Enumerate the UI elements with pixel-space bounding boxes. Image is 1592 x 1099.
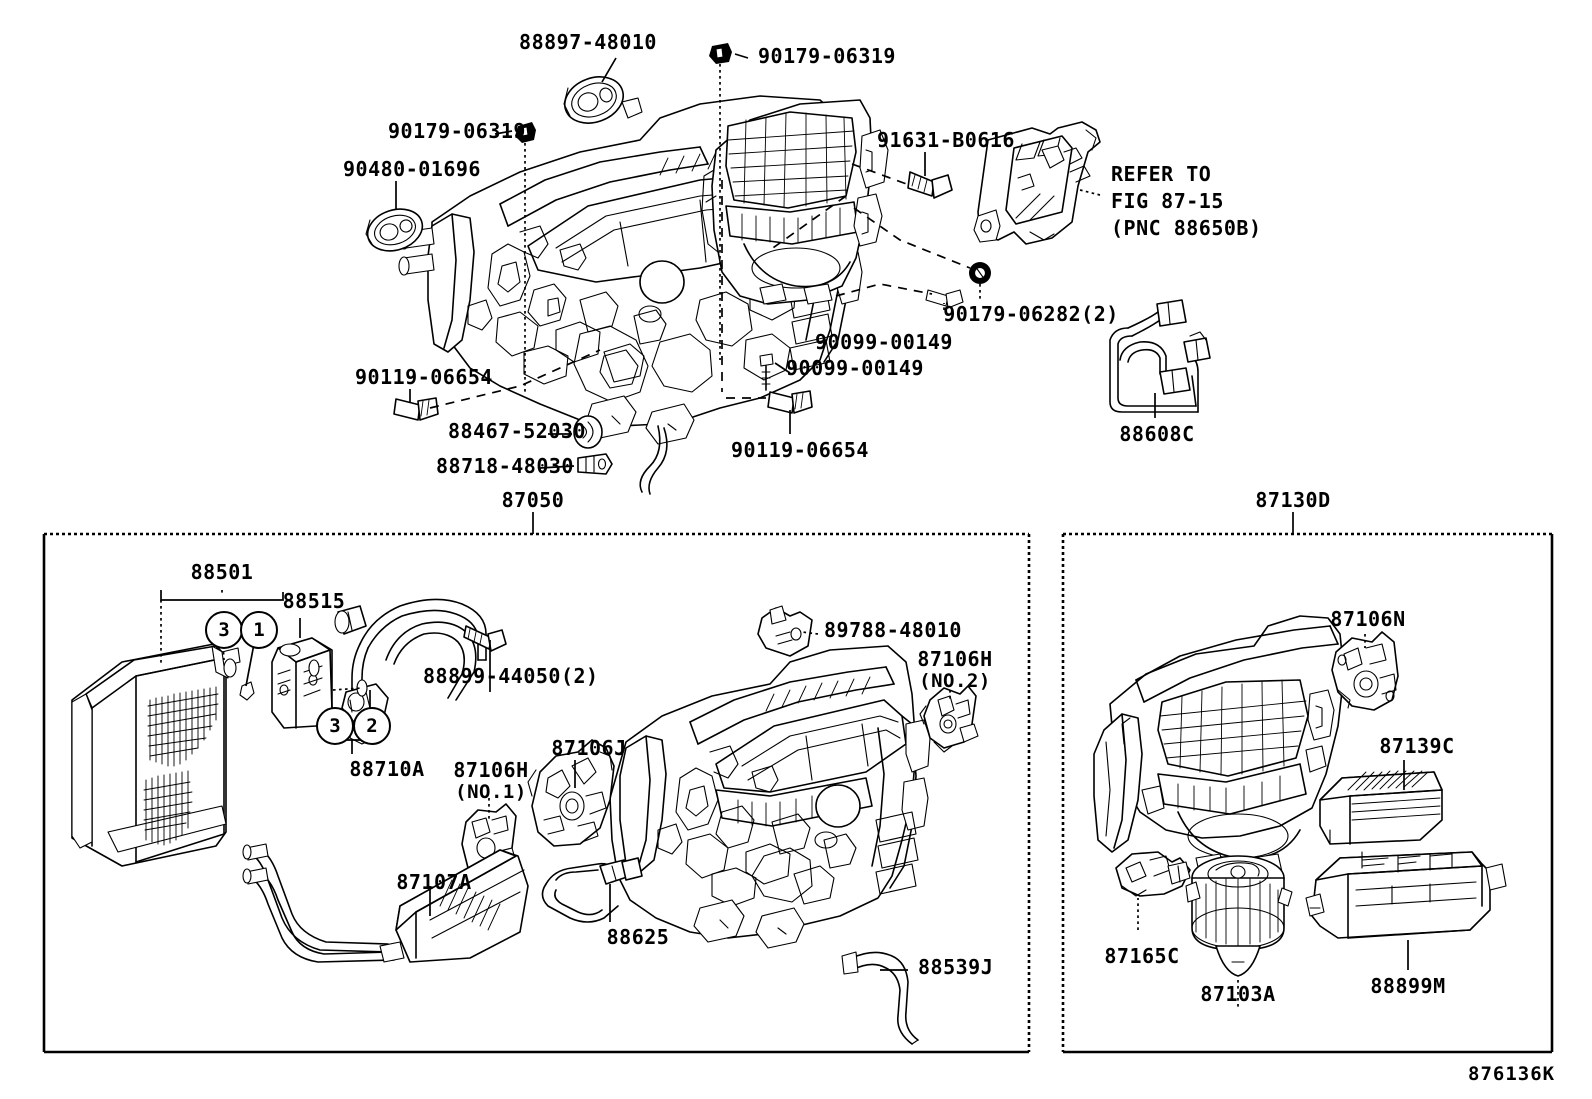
part-sublabel-no1: (NO.1) — [455, 781, 527, 803]
servo-87106n — [1331, 631, 1399, 711]
bolt-90119-right — [767, 390, 813, 414]
part-label-88625: 88625 — [606, 925, 670, 949]
blower-resistor-87165c — [1115, 851, 1191, 897]
evaporator-core-88501 — [71, 643, 241, 867]
servo-87106h-no2 — [919, 685, 979, 753]
callout-circle-1: 1 — [240, 611, 278, 649]
screw-90099-lower — [759, 353, 774, 391]
part-label-88718-48030: 88718-48030 — [436, 454, 574, 478]
hvac-case-assy — [609, 645, 931, 949]
filter-case-88899m — [1305, 851, 1507, 939]
callout-circle-3-upper: 3 — [205, 611, 243, 649]
part-label-88539j: 88539J — [918, 955, 994, 979]
part-label-91631-b0616: 91631-B0616 — [877, 128, 1015, 152]
grommet-90480 — [365, 208, 424, 252]
bolt-91631 — [907, 171, 953, 199]
clip-88718 — [577, 453, 613, 475]
part-label-88608c: 88608C — [1119, 422, 1195, 446]
part-label-90179-06319-left: 90179-06319 — [388, 119, 526, 143]
part-sublabel-no2: (NO.2) — [919, 670, 991, 692]
blower-motor-87103a — [1185, 855, 1293, 977]
blower-unit-top — [701, 99, 889, 305]
cabin-air-filter-87139c — [1319, 770, 1443, 845]
heater-core-87107a — [242, 843, 529, 963]
wire-harness-88608c — [1109, 299, 1211, 413]
part-label-90099-00149-lower: 90099-00149 — [786, 356, 924, 380]
pad-88625 — [541, 857, 643, 923]
part-label-87165c: 87165C — [1104, 944, 1180, 968]
part-label-88501: 88501 — [190, 560, 254, 584]
part-label-90179-06319-top: 90179-06319 — [758, 44, 896, 68]
part-label-90179-06282: 90179-06282(2) — [943, 302, 1119, 326]
callout-circle-3-lower: 3 — [316, 707, 354, 745]
clip-90179-06282 — [969, 262, 991, 284]
drain-hose-88539j — [841, 951, 919, 1045]
part-label-89788-48010: 89788-48010 — [824, 618, 962, 642]
part-label-88710a: 88710A — [349, 757, 425, 781]
refer-to-text-line3: (PNC 88650B) — [1111, 216, 1262, 240]
bolt-90119-left — [393, 397, 439, 421]
servo-87106h-no1 — [461, 803, 517, 879]
part-label-87139c: 87139C — [1379, 734, 1455, 758]
part-label-87103a: 87103A — [1200, 982, 1276, 1006]
diagram-code: 876136K — [1468, 1063, 1556, 1085]
part-label-87107a: 87107A — [396, 870, 472, 894]
part-label-90099-00149-upper: 90099-00149 — [815, 330, 953, 354]
callout-circle-2: 2 — [353, 707, 391, 745]
bolt-88899-44050 — [463, 625, 507, 652]
refer-to-text-line1: REFER TO — [1111, 162, 1212, 186]
part-label-90119-06654-right: 90119-06654 — [731, 438, 869, 462]
part-label-90480-01696: 90480-01696 — [343, 157, 481, 181]
part-label-87106j: 87106J — [551, 736, 627, 760]
clip-90179-center — [709, 43, 732, 64]
part-label-87106h-no1: 87106H — [453, 758, 529, 782]
part-label-87106n: 87106N — [1330, 607, 1406, 631]
part-label-87106h-no2: 87106H — [917, 647, 993, 671]
part-label-88467-52030: 88467-52030 — [448, 419, 586, 443]
blower-case-87130d — [1093, 615, 1345, 877]
refer-to-text-line2: FIG 87-15 — [1111, 189, 1224, 213]
part-label-88899m: 88899M — [1370, 974, 1446, 998]
part-label-88515: 88515 — [282, 589, 346, 613]
grommet-88897 — [563, 76, 624, 124]
group-number-87050: 87050 — [501, 488, 565, 512]
part-label-88897-48010: 88897-48010 — [519, 30, 657, 54]
part-label-88899-44050: 88899-44050(2) — [423, 664, 599, 688]
relay-89788 — [757, 605, 813, 657]
group-number-87130d: 87130D — [1255, 488, 1331, 512]
part-label-90119-06654-left: 90119-06654 — [355, 365, 493, 389]
